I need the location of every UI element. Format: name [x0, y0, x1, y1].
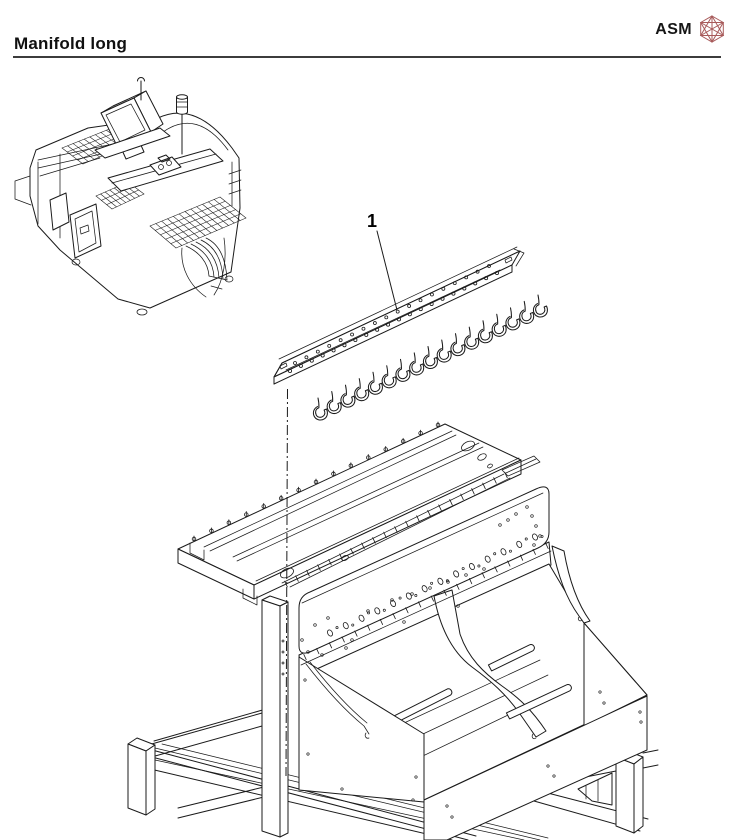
signal-beacon-icon — [176, 94, 188, 155]
mounting-beam — [298, 455, 552, 666]
feeder-bins — [298, 541, 648, 840]
machine-thumbnail — [14, 77, 247, 316]
plate-corner-bracket — [501, 455, 541, 477]
hexagon-wireframe-icon — [699, 15, 725, 43]
manifold-hooks — [310, 293, 549, 422]
title-rule — [13, 56, 721, 58]
bin-divider — [433, 589, 547, 740]
asm-logo-text: ASM — [655, 21, 692, 38]
table-plate — [177, 421, 522, 606]
antenna-icon — [137, 77, 145, 101]
assembly-centerline — [285, 388, 288, 777]
asm-logo: ASM — [655, 14, 727, 46]
monitor-icon — [94, 90, 171, 160]
callout-1-label: 1 — [367, 211, 377, 231]
support-column — [261, 595, 289, 838]
page-title: Manifold long — [14, 34, 128, 53]
manifold-part — [273, 246, 549, 422]
callout-1-leader — [376, 230, 398, 311]
